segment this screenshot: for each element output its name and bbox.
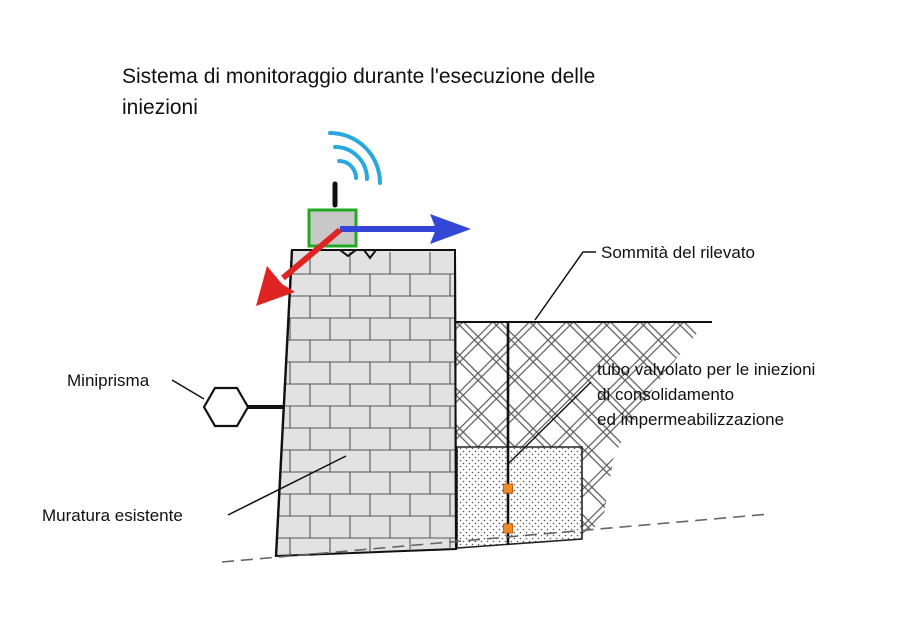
wall-leader — [227, 455, 347, 516]
axis-x-arrow-icon — [340, 214, 471, 244]
pipe-label-line-3: ed impermeabilizzazione — [597, 410, 784, 429]
foundation-dashed-line — [221, 513, 771, 563]
hexagon-prism-icon — [202, 386, 285, 428]
miniprism-leader — [171, 379, 205, 400]
pipe-label-line-2: di consolidamento — [597, 385, 734, 404]
masonry-wall — [274, 249, 458, 558]
pipe-leader — [507, 381, 592, 465]
crest-label: Sommità del rilevato — [601, 243, 755, 262]
valve-2 — [503, 523, 513, 534]
miniprism-label: Miniprisma — [67, 371, 150, 390]
diagram-title-line-2: iniezioni — [122, 96, 198, 119]
pipe-label-line-1: tubo valvolato per le iniezioni — [597, 360, 815, 379]
crest-leader — [534, 251, 596, 321]
valve-1 — [503, 483, 513, 494]
consolidated-zone — [456, 446, 583, 549]
wifi-signal-icon — [328, 131, 382, 185]
axis-y-arrow-icon — [256, 227, 342, 306]
diagram-title-line-1: Sistema di monitoraggio durante l'esecuz… — [122, 65, 595, 88]
wall-label: Muratura esistente — [42, 506, 183, 525]
